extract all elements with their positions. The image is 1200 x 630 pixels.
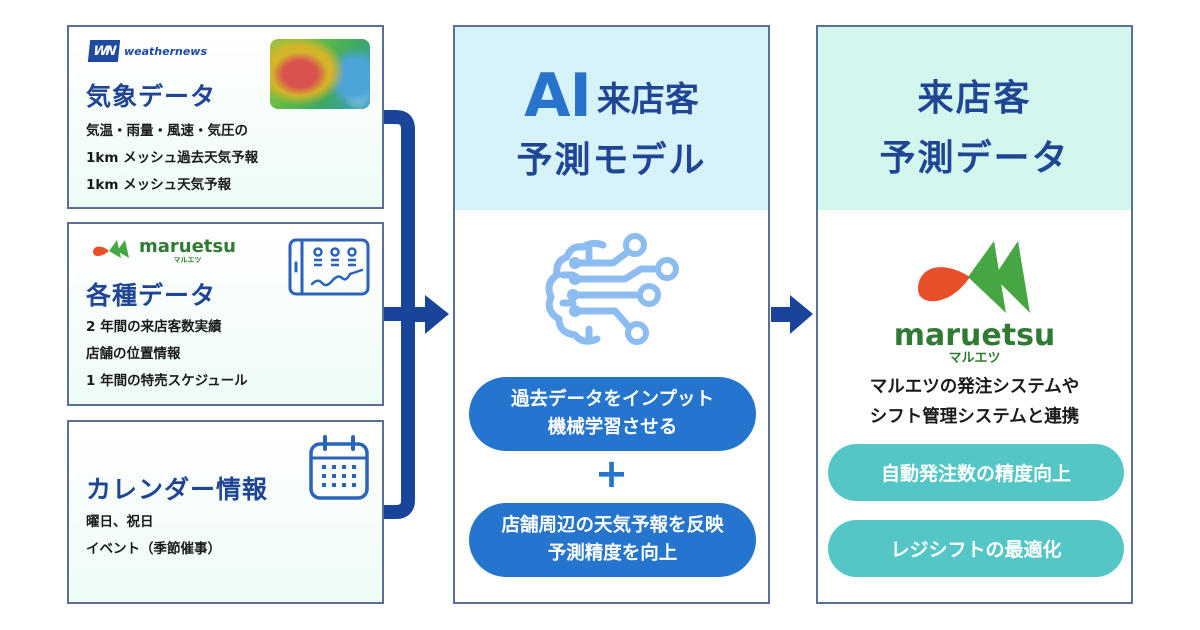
source-details: 曜日、祝日 イベント（季節催事） bbox=[86, 509, 221, 563]
ai-label: AI bbox=[524, 61, 592, 131]
detail-line: 曜日、祝日 bbox=[86, 514, 154, 530]
output-description: マルエツの発注システムや シフト管理システムと連携 bbox=[818, 372, 1131, 432]
ai-model-title-line2: 予測モデル bbox=[516, 140, 707, 181]
source-calendar-data: カレンダー情報 曜日、祝日 イベント（季節催事） bbox=[67, 420, 384, 604]
ai-title-suffix: 来店客 bbox=[596, 79, 699, 120]
weathernews-wordmark: weathernews bbox=[124, 44, 208, 58]
ai-brain-circuit-icon bbox=[545, 233, 679, 345]
output-header: 来店客 予測データ bbox=[818, 27, 1131, 210]
output-title-line1: 来店客 bbox=[917, 78, 1032, 119]
source-details: 気温・雨量・風速・気圧の 1km メッシュ過去天気予報 1km メッシュ天気予報 bbox=[86, 118, 258, 199]
model-step-weather-forecast: 店舗周辺の天気予報を反映 予測精度を向上 bbox=[469, 503, 756, 577]
step-line: 機械学習させる bbox=[547, 417, 678, 438]
plus-icon: + bbox=[594, 451, 629, 497]
detail-line: 1 年間の特売スケジュール bbox=[86, 373, 248, 389]
source-title: カレンダー情報 bbox=[86, 475, 269, 504]
output-panel: 来店客 予測データ maruetsu マルエツ マルエツの発注システムや シフト… bbox=[816, 25, 1133, 604]
desc-line: マルエツの発注システムや bbox=[869, 377, 1080, 397]
detail-line: 1km メッシュ過去天気予報 bbox=[86, 150, 259, 166]
maruetsu-logo: maruetsu マルエツ bbox=[91, 238, 236, 265]
output-title-line2: 予測データ bbox=[879, 138, 1070, 179]
maruetsu-symbol-icon bbox=[917, 241, 1030, 313]
weathernews-logo: WN weathernews bbox=[87, 40, 208, 62]
source-maruetsu-data: maruetsu マルエツ 各種データ 2 年間の来店客数実績 店舗の位置情報 … bbox=[67, 222, 384, 406]
source-details: 2 年間の来店客数実績 店舗の位置情報 1 年間の特売スケジュール bbox=[86, 314, 248, 395]
maruetsu-wordmark: maruetsu bbox=[893, 318, 1056, 353]
source-weather-data: WN weathernews 気象データ 気温・雨量・風速・気圧の 1km メッ… bbox=[67, 25, 384, 209]
weathernews-mark: WN bbox=[87, 40, 121, 62]
result-order-accuracy: 自動発注数の精度向上 bbox=[828, 444, 1124, 501]
detail-line: 店舗の位置情報 bbox=[86, 346, 181, 362]
source-title: 各種データ bbox=[86, 281, 217, 310]
arrow-to-model-icon bbox=[405, 295, 449, 334]
arrow-to-output-icon bbox=[771, 295, 813, 334]
calendar-icon bbox=[309, 435, 369, 500]
maruetsu-wordmark: maruetsu bbox=[139, 236, 236, 257]
weather-map-image bbox=[270, 39, 370, 109]
desc-line: シフト管理システムと連携 bbox=[869, 407, 1080, 427]
source-title: 気象データ bbox=[86, 82, 217, 111]
detail-line: 2 年間の来店客数実績 bbox=[86, 319, 222, 335]
step-line: 店舗周辺の天気予報を反映 bbox=[501, 515, 724, 536]
maruetsu-kana: マルエツ bbox=[173, 256, 202, 264]
result-register-shift: レジシフトの最適化 bbox=[828, 520, 1124, 577]
step-line: 予測精度を向上 bbox=[547, 543, 678, 564]
model-step-input-training: 過去データをインプット 機械学習させる bbox=[469, 377, 756, 451]
step-line: 過去データをインプット bbox=[511, 389, 714, 410]
tablet-dashboard-icon bbox=[288, 238, 370, 296]
detail-line: イベント（季節催事） bbox=[86, 541, 221, 557]
detail-line: 気温・雨量・風速・気圧の bbox=[86, 123, 248, 139]
maruetsu-symbol-icon bbox=[93, 240, 129, 258]
maruetsu-logo-large: maruetsu マルエツ bbox=[818, 237, 1131, 367]
maruetsu-kana: マルエツ bbox=[948, 351, 1001, 366]
detail-line: 1km メッシュ天気予報 bbox=[86, 177, 232, 193]
output-title: 来店客 予測データ bbox=[818, 69, 1131, 189]
